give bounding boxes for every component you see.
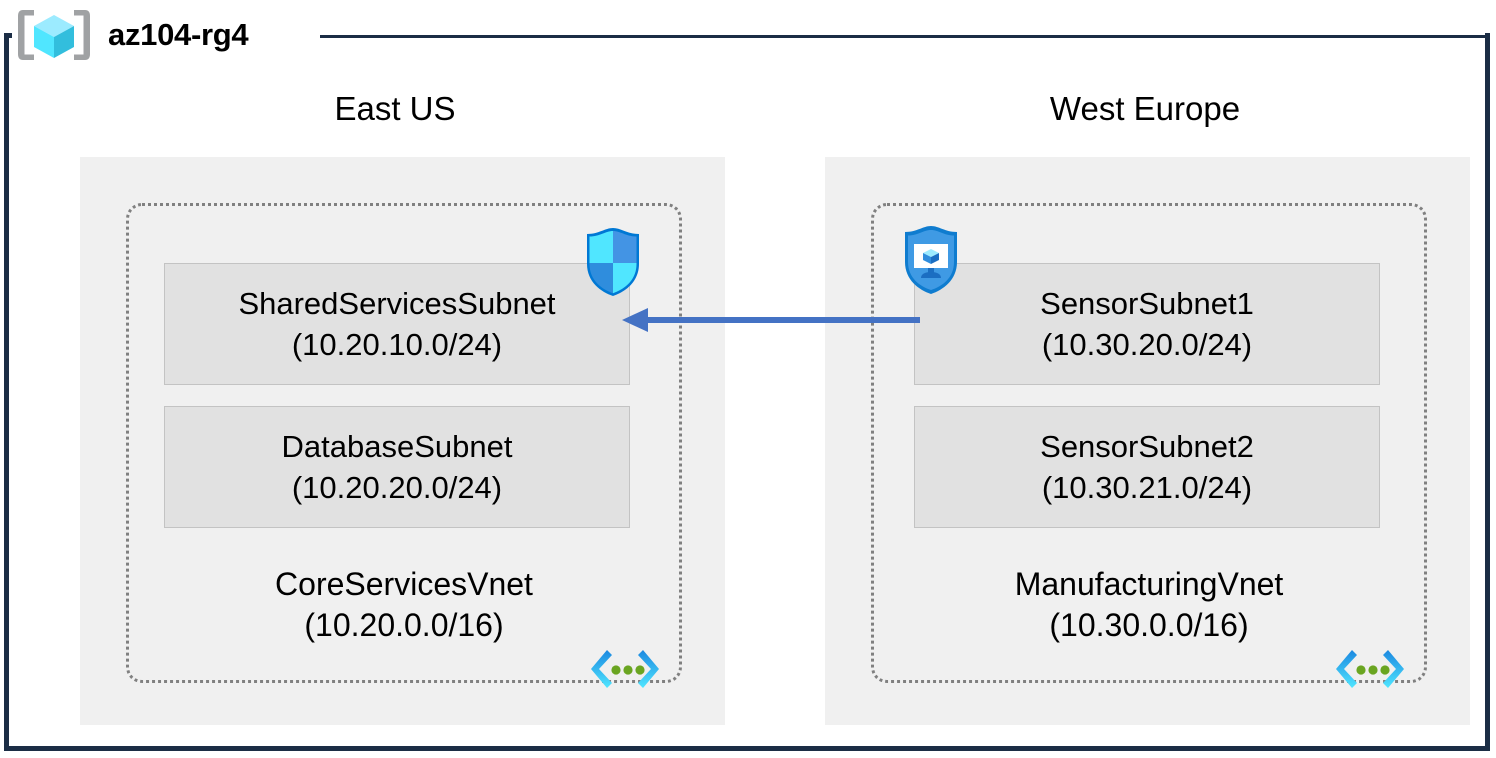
virtual-network-icon: [591, 650, 659, 688]
subnet-name: SharedServicesSubnet: [238, 286, 556, 321]
subnet-address-prefix: (10.20.20.0/24): [291, 470, 503, 505]
subnet-sharedservicessubnet[interactable]: SharedServicesSubnet (10.20.10.0/24): [164, 263, 630, 385]
resource-group-icon: [18, 10, 90, 60]
vnet-coreservicesvnet[interactable]: CoreServicesVnet (10.20.0.0/16): [126, 203, 682, 683]
network-security-group-shield-icon: [587, 228, 639, 296]
vnet-manufacturingvnet[interactable]: ManufacturingVnet (10.30.0.0/16): [871, 203, 1427, 683]
region-label-text: West Europe: [1049, 90, 1241, 127]
subnet-address-prefix: (10.30.20.0/24): [1041, 327, 1253, 362]
vnet-name-text: CoreServicesVnet: [275, 566, 533, 602]
subnet-sensorsubnet2[interactable]: SensorSubnet2 (10.30.21.0/24): [914, 406, 1380, 528]
resource-group-frame-top-left: [4, 33, 18, 38]
subnet-address-prefix: (10.20.10.0/24): [291, 327, 503, 362]
vnet-name: ManufacturingVnet (10.30.0.0/16): [874, 564, 1424, 646]
vnet-peering-arrow: [622, 308, 920, 332]
region-label-eastus: East US: [210, 88, 580, 130]
resource-group-title: az104-rg4: [12, 6, 263, 64]
region-label-westeurope: West Europe: [960, 88, 1330, 130]
subnet-name: SensorSubnet1: [1040, 286, 1254, 321]
vnet-name: CoreServicesVnet (10.20.0.0/16): [129, 564, 679, 646]
subnet-databasesubnet[interactable]: DatabaseSubnet (10.20.20.0/24): [164, 406, 630, 528]
subnet-sensorsubnet1[interactable]: SensorSubnet1 (10.30.20.0/24): [914, 263, 1380, 385]
resource-group-frame: [4, 33, 1490, 751]
subnet-address-prefix: (10.30.21.0/24): [1041, 470, 1253, 505]
vnet-address-space: (10.20.0.0/16): [304, 607, 504, 643]
region-label-text: East US: [334, 90, 456, 127]
defender-for-cloud-shield-icon: [905, 226, 957, 294]
subnet-name: DatabaseSubnet: [281, 429, 513, 464]
vnet-name-text: ManufacturingVnet: [1014, 566, 1284, 602]
resource-group-name: az104-rg4: [108, 17, 249, 52]
vnet-address-space: (10.30.0.0/16): [1049, 607, 1249, 643]
resource-group-frame-top-right: [320, 35, 1490, 38]
virtual-network-icon: [1336, 650, 1404, 688]
subnet-name: SensorSubnet2: [1040, 429, 1254, 464]
